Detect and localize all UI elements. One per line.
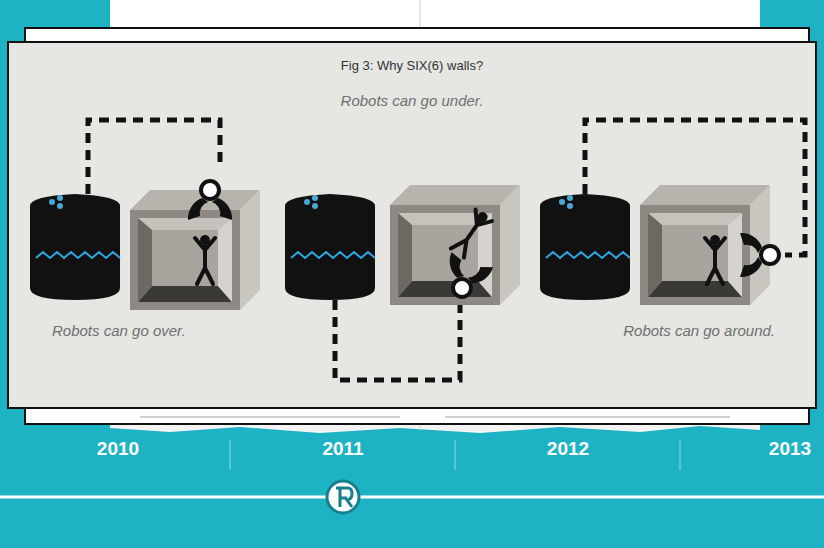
caption-label: Robots can go over. — [52, 322, 186, 339]
caption-label: Robots can go under. — [341, 92, 484, 109]
year-label: 2013 — [769, 438, 811, 460]
figure-title: Fig 3: Why SIX(6) walls? — [341, 58, 483, 73]
year-label: 2010 — [97, 438, 139, 460]
year-label: 2012 — [547, 438, 589, 460]
caption-label: Robots can go around. — [623, 322, 775, 339]
year-label: 2011 — [322, 438, 363, 460]
